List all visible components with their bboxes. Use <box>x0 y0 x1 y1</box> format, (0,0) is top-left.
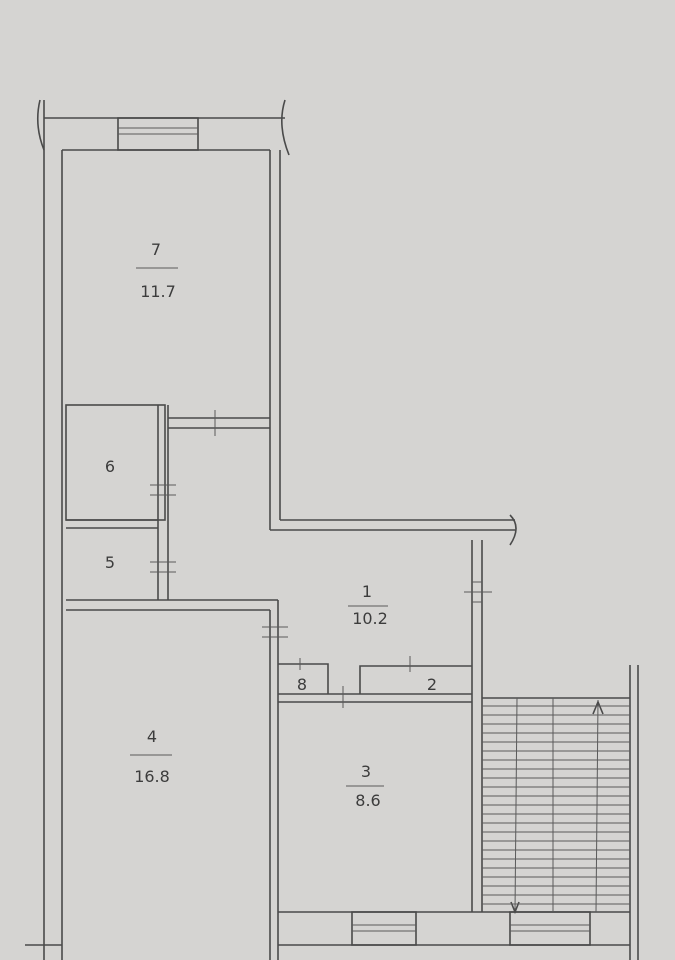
room-area: 8.6 <box>355 791 380 810</box>
interior-walls <box>65 404 492 960</box>
room-3-label: 3 8.6 <box>346 762 384 810</box>
room-area: 10.2 <box>352 609 388 628</box>
room-area: 16.8 <box>134 767 170 786</box>
window-bottom-2 <box>509 911 591 946</box>
room-1-label: 1 10.2 <box>348 582 388 628</box>
room-6-label: 6 <box>105 457 115 476</box>
outer-walls <box>25 99 639 960</box>
room-number: 4 <box>147 727 157 746</box>
window-top <box>117 117 199 151</box>
room-number: 3 <box>361 762 371 781</box>
room-5-label: 5 <box>105 553 115 572</box>
room-number: 7 <box>151 240 161 259</box>
room-number: 1 <box>362 582 372 601</box>
room-2-label: 2 <box>427 675 437 694</box>
room-4-label: 4 16.8 <box>130 727 172 786</box>
room-8-label: 8 <box>297 675 307 694</box>
arrow-down-icon <box>510 901 520 915</box>
room-7-label: 7 11.7 <box>136 240 178 301</box>
staircase <box>482 697 630 915</box>
room-area: 11.7 <box>140 282 176 301</box>
arrow-up-icon <box>592 699 604 715</box>
window-bottom-1 <box>351 911 417 946</box>
